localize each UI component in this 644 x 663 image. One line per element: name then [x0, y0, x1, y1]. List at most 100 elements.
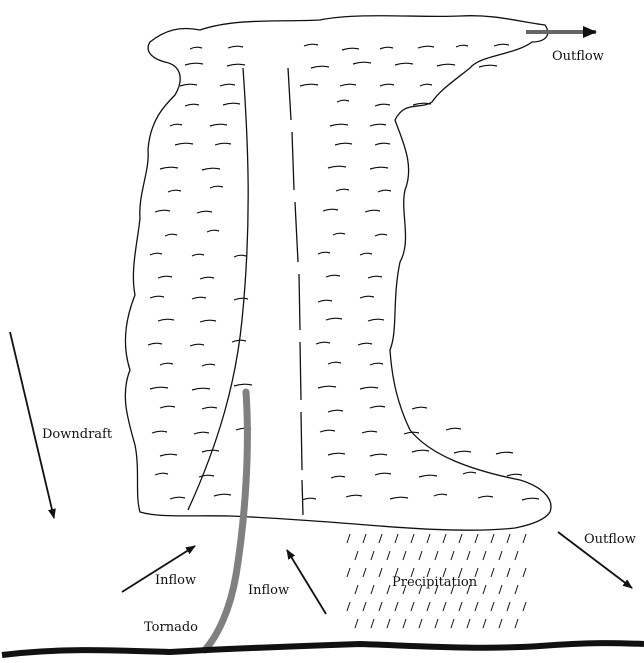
rain-streak	[427, 534, 430, 543]
cloud-dash	[160, 363, 173, 365]
cloud-dash	[375, 473, 391, 475]
cloud-dash	[223, 103, 240, 105]
cloud-dash	[210, 186, 223, 188]
rain-streak	[523, 534, 526, 543]
downdraft-label: Downdraft	[42, 427, 113, 442]
cloud-dash	[316, 342, 330, 344]
tornado-funnel	[205, 392, 247, 650]
rain-streak	[363, 568, 366, 577]
rain-streak	[523, 602, 526, 611]
rain-streak	[347, 534, 350, 543]
cloud-dash	[360, 253, 372, 255]
cloud-dash	[368, 319, 384, 321]
rain-streak	[451, 551, 454, 560]
cloud-dash	[199, 475, 214, 477]
rain-streak	[459, 602, 462, 611]
cloud-dash	[463, 472, 476, 474]
rain-streak	[491, 534, 494, 543]
cloud-dash	[234, 298, 248, 300]
outflow-right-label: Outflow	[584, 532, 636, 547]
rain-streak	[499, 619, 502, 628]
cloud-dash	[342, 48, 359, 50]
cloud-dash	[210, 124, 227, 126]
cloud-dash	[202, 168, 220, 170]
cloud-dash	[207, 230, 219, 232]
cloud-dash	[380, 47, 393, 49]
rain-streak	[443, 602, 446, 611]
cloud-dash	[192, 297, 206, 299]
cloud-dash	[323, 209, 338, 211]
cloud-dash	[160, 454, 177, 456]
rain-streak	[355, 551, 358, 560]
cloud-dash	[340, 84, 356, 86]
rain-streak	[347, 602, 350, 611]
cloud-dash	[353, 62, 371, 64]
rain-streak	[419, 551, 422, 560]
updraft-line-left	[188, 68, 248, 510]
cloud-dash	[478, 496, 493, 498]
cloud-dash	[370, 124, 386, 126]
cloud-dash	[155, 210, 170, 212]
ground-line	[2, 643, 644, 655]
cloud-dash	[318, 252, 330, 254]
cloud-dash	[175, 143, 193, 145]
cloud-dash	[328, 410, 343, 412]
cloud-dash	[365, 210, 380, 212]
cloud-dash	[360, 387, 378, 389]
cloud-dash	[456, 45, 468, 47]
cloud-dash	[170, 124, 182, 126]
rain-streak	[507, 534, 510, 543]
cloud-dash	[418, 46, 434, 48]
inflow-right-label: Inflow	[248, 583, 289, 598]
cloud-dash	[331, 476, 345, 478]
cloud-dash	[158, 319, 174, 321]
outflow-top-label: Outflow	[552, 49, 604, 64]
cloud-dash	[404, 432, 419, 434]
cloud-dash	[375, 234, 387, 236]
rain-streak	[395, 602, 398, 611]
tornado-label: Tornado	[144, 620, 198, 635]
rain-streak	[403, 619, 406, 628]
cloud-dash	[375, 143, 390, 145]
cloud-dash	[494, 44, 509, 46]
rain-streak	[411, 534, 414, 543]
rain-streak	[355, 585, 358, 594]
rain-streak	[475, 534, 478, 543]
rain-streak	[443, 534, 446, 543]
rain-streak	[395, 534, 398, 543]
cloud-dash	[370, 406, 385, 408]
rain-streak	[459, 534, 462, 543]
cloud-dash	[311, 66, 329, 68]
cloud-dash	[333, 233, 345, 235]
cloud-dash	[227, 64, 245, 66]
cloud-dash	[320, 430, 335, 432]
cloud-dash	[412, 450, 429, 452]
rain-streak	[515, 551, 518, 560]
cloud-dash	[194, 432, 209, 434]
cloud-dash	[419, 475, 437, 477]
cloud-dash	[197, 211, 212, 213]
cloud-dash	[214, 494, 231, 496]
cloud-dash	[390, 497, 408, 499]
cloud-dash	[185, 104, 199, 106]
cloud-dash	[202, 364, 215, 366]
cloud-dash	[368, 276, 382, 278]
rain-streak	[411, 602, 414, 611]
cloud-dash	[168, 190, 181, 192]
cloud-dash	[380, 84, 394, 86]
rain-streak	[347, 568, 350, 577]
cloud-dash	[155, 473, 168, 475]
cloud-dash	[479, 65, 497, 67]
updraft-line-right	[288, 68, 303, 515]
cloud-dash	[202, 450, 219, 452]
rain-streak	[515, 585, 518, 594]
cloud-dash	[318, 386, 336, 388]
cloud-dash	[370, 363, 383, 365]
rain-streak	[467, 551, 470, 560]
cloud-dash	[395, 63, 413, 65]
precipitation-label: Precipitation	[392, 575, 478, 590]
cloud-dash	[152, 431, 167, 433]
rain-streak	[475, 602, 478, 611]
cloud-dash	[304, 44, 318, 46]
cloud-dash	[202, 407, 217, 409]
